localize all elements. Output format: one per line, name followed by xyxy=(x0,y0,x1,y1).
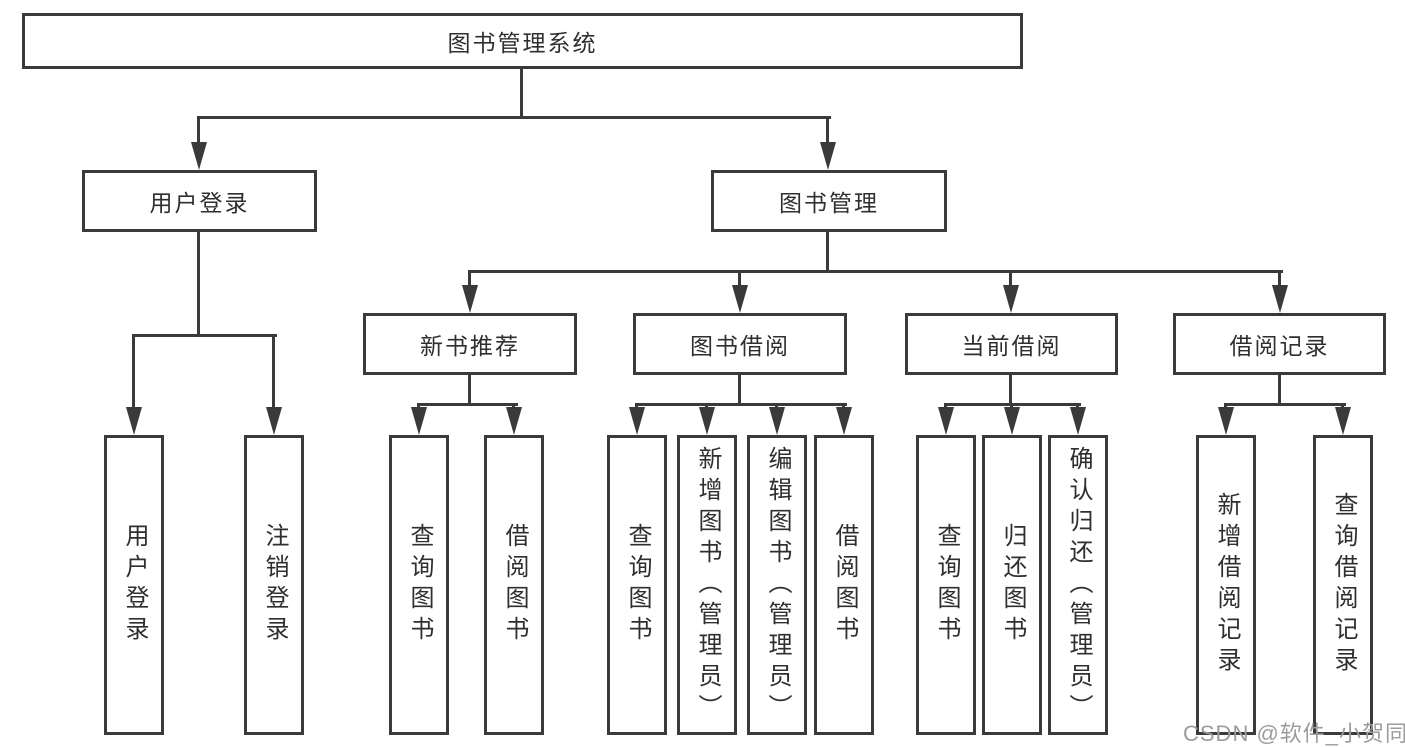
connector-line xyxy=(468,270,471,287)
connector-arrowhead xyxy=(266,407,282,435)
node-label: 确认归还（管理员） xyxy=(1065,445,1092,725)
connector-line xyxy=(417,403,518,406)
connector-line xyxy=(520,68,523,119)
leaf-query-book-borrow: 查询图书 xyxy=(607,435,667,735)
connector-arrowhead xyxy=(1335,407,1351,435)
node-label: 借阅图书 xyxy=(831,523,858,647)
leaf-query-book-recommend: 查询图书 xyxy=(389,435,449,735)
node-label: 新书推荐 xyxy=(420,333,520,359)
node-label: 图书管理系统 xyxy=(447,30,598,56)
connector-line xyxy=(826,231,829,273)
leaf-confirm-return-admin: 确认归还（管理员） xyxy=(1048,435,1108,735)
node-label: 新增图书（管理员） xyxy=(694,445,721,725)
node-label: 图书借阅 xyxy=(690,333,790,359)
connector-arrowhead xyxy=(769,407,785,435)
node-label: 编辑图书（管理员） xyxy=(764,445,791,725)
node-label: 查询借阅记录 xyxy=(1330,492,1357,678)
connector-arrowhead xyxy=(1272,285,1288,313)
node-label: 注销登录 xyxy=(261,523,288,647)
connector-line xyxy=(468,374,471,406)
connector-arrowhead xyxy=(506,407,522,435)
connector-line xyxy=(1278,270,1281,287)
node-user-login: 用户登录 xyxy=(82,170,317,232)
connector-line xyxy=(132,334,277,337)
connector-line xyxy=(738,374,741,406)
leaf-add-book-admin: 新增图书（管理员） xyxy=(677,435,737,735)
node-label: 借阅图书 xyxy=(501,523,528,647)
node-label: 查询图书 xyxy=(933,523,960,647)
connector-arrowhead xyxy=(732,285,748,313)
connector-line xyxy=(826,116,829,144)
node-label: 当前借阅 xyxy=(961,333,1062,359)
connector-arrowhead xyxy=(938,407,954,435)
connector-arrowhead xyxy=(699,407,715,435)
leaf-borrow-book-recommend: 借阅图书 xyxy=(484,435,544,735)
connector-arrowhead xyxy=(1003,285,1019,313)
node-library-management-system: 图书管理系统 xyxy=(22,13,1023,69)
connector-line xyxy=(132,334,135,410)
connector-arrowhead xyxy=(836,407,852,435)
connector-line xyxy=(468,270,1283,273)
connector-line xyxy=(1278,374,1281,406)
connector-line xyxy=(197,116,831,119)
connector-arrowhead xyxy=(629,407,645,435)
leaf-return-book: 归还图书 xyxy=(982,435,1042,735)
connector-arrowhead xyxy=(191,142,207,170)
connector-arrowhead xyxy=(1218,407,1234,435)
connector-line xyxy=(272,334,275,410)
node-label: 用户登录 xyxy=(121,523,148,647)
node-borrow-record: 借阅记录 xyxy=(1173,313,1386,375)
connector-line xyxy=(197,231,200,336)
leaf-edit-book-admin: 编辑图书（管理员） xyxy=(747,435,807,735)
connector-arrowhead xyxy=(1004,407,1020,435)
connector-arrowhead xyxy=(1070,407,1086,435)
node-label: 借阅记录 xyxy=(1229,333,1330,359)
leaf-logout: 注销登录 xyxy=(244,435,304,735)
csdn-watermark: CSDN @软件_小贺同学 xyxy=(1183,721,1405,746)
connector-line xyxy=(738,270,741,287)
node-label: 图书管理 xyxy=(779,190,879,216)
leaf-query-borrow-record: 查询借阅记录 xyxy=(1313,435,1373,735)
node-label: 归还图书 xyxy=(999,523,1026,647)
leaf-borrow-book: 借阅图书 xyxy=(814,435,874,735)
node-book-borrow: 图书借阅 xyxy=(633,313,847,375)
leaf-user-login: 用户登录 xyxy=(104,435,164,735)
connector-line xyxy=(1009,270,1012,287)
node-current-borrow: 当前借阅 xyxy=(905,313,1118,375)
node-label: 查询图书 xyxy=(624,523,651,647)
connector-arrowhead xyxy=(462,285,478,313)
node-label: 新增借阅记录 xyxy=(1213,492,1240,678)
connector-line xyxy=(197,116,200,144)
connector-line xyxy=(1009,374,1012,406)
node-new-book-recommend: 新书推荐 xyxy=(363,313,577,375)
node-book-management: 图书管理 xyxy=(711,170,947,232)
connector-line xyxy=(1224,403,1346,406)
node-label: 用户登录 xyxy=(149,190,250,216)
leaf-add-borrow-record: 新增借阅记录 xyxy=(1196,435,1256,735)
leaf-query-book-current: 查询图书 xyxy=(916,435,976,735)
connector-line xyxy=(635,403,847,406)
connector-arrowhead xyxy=(411,407,427,435)
connector-arrowhead xyxy=(126,407,142,435)
connector-arrowhead xyxy=(820,142,836,170)
node-label: 查询图书 xyxy=(406,523,433,647)
